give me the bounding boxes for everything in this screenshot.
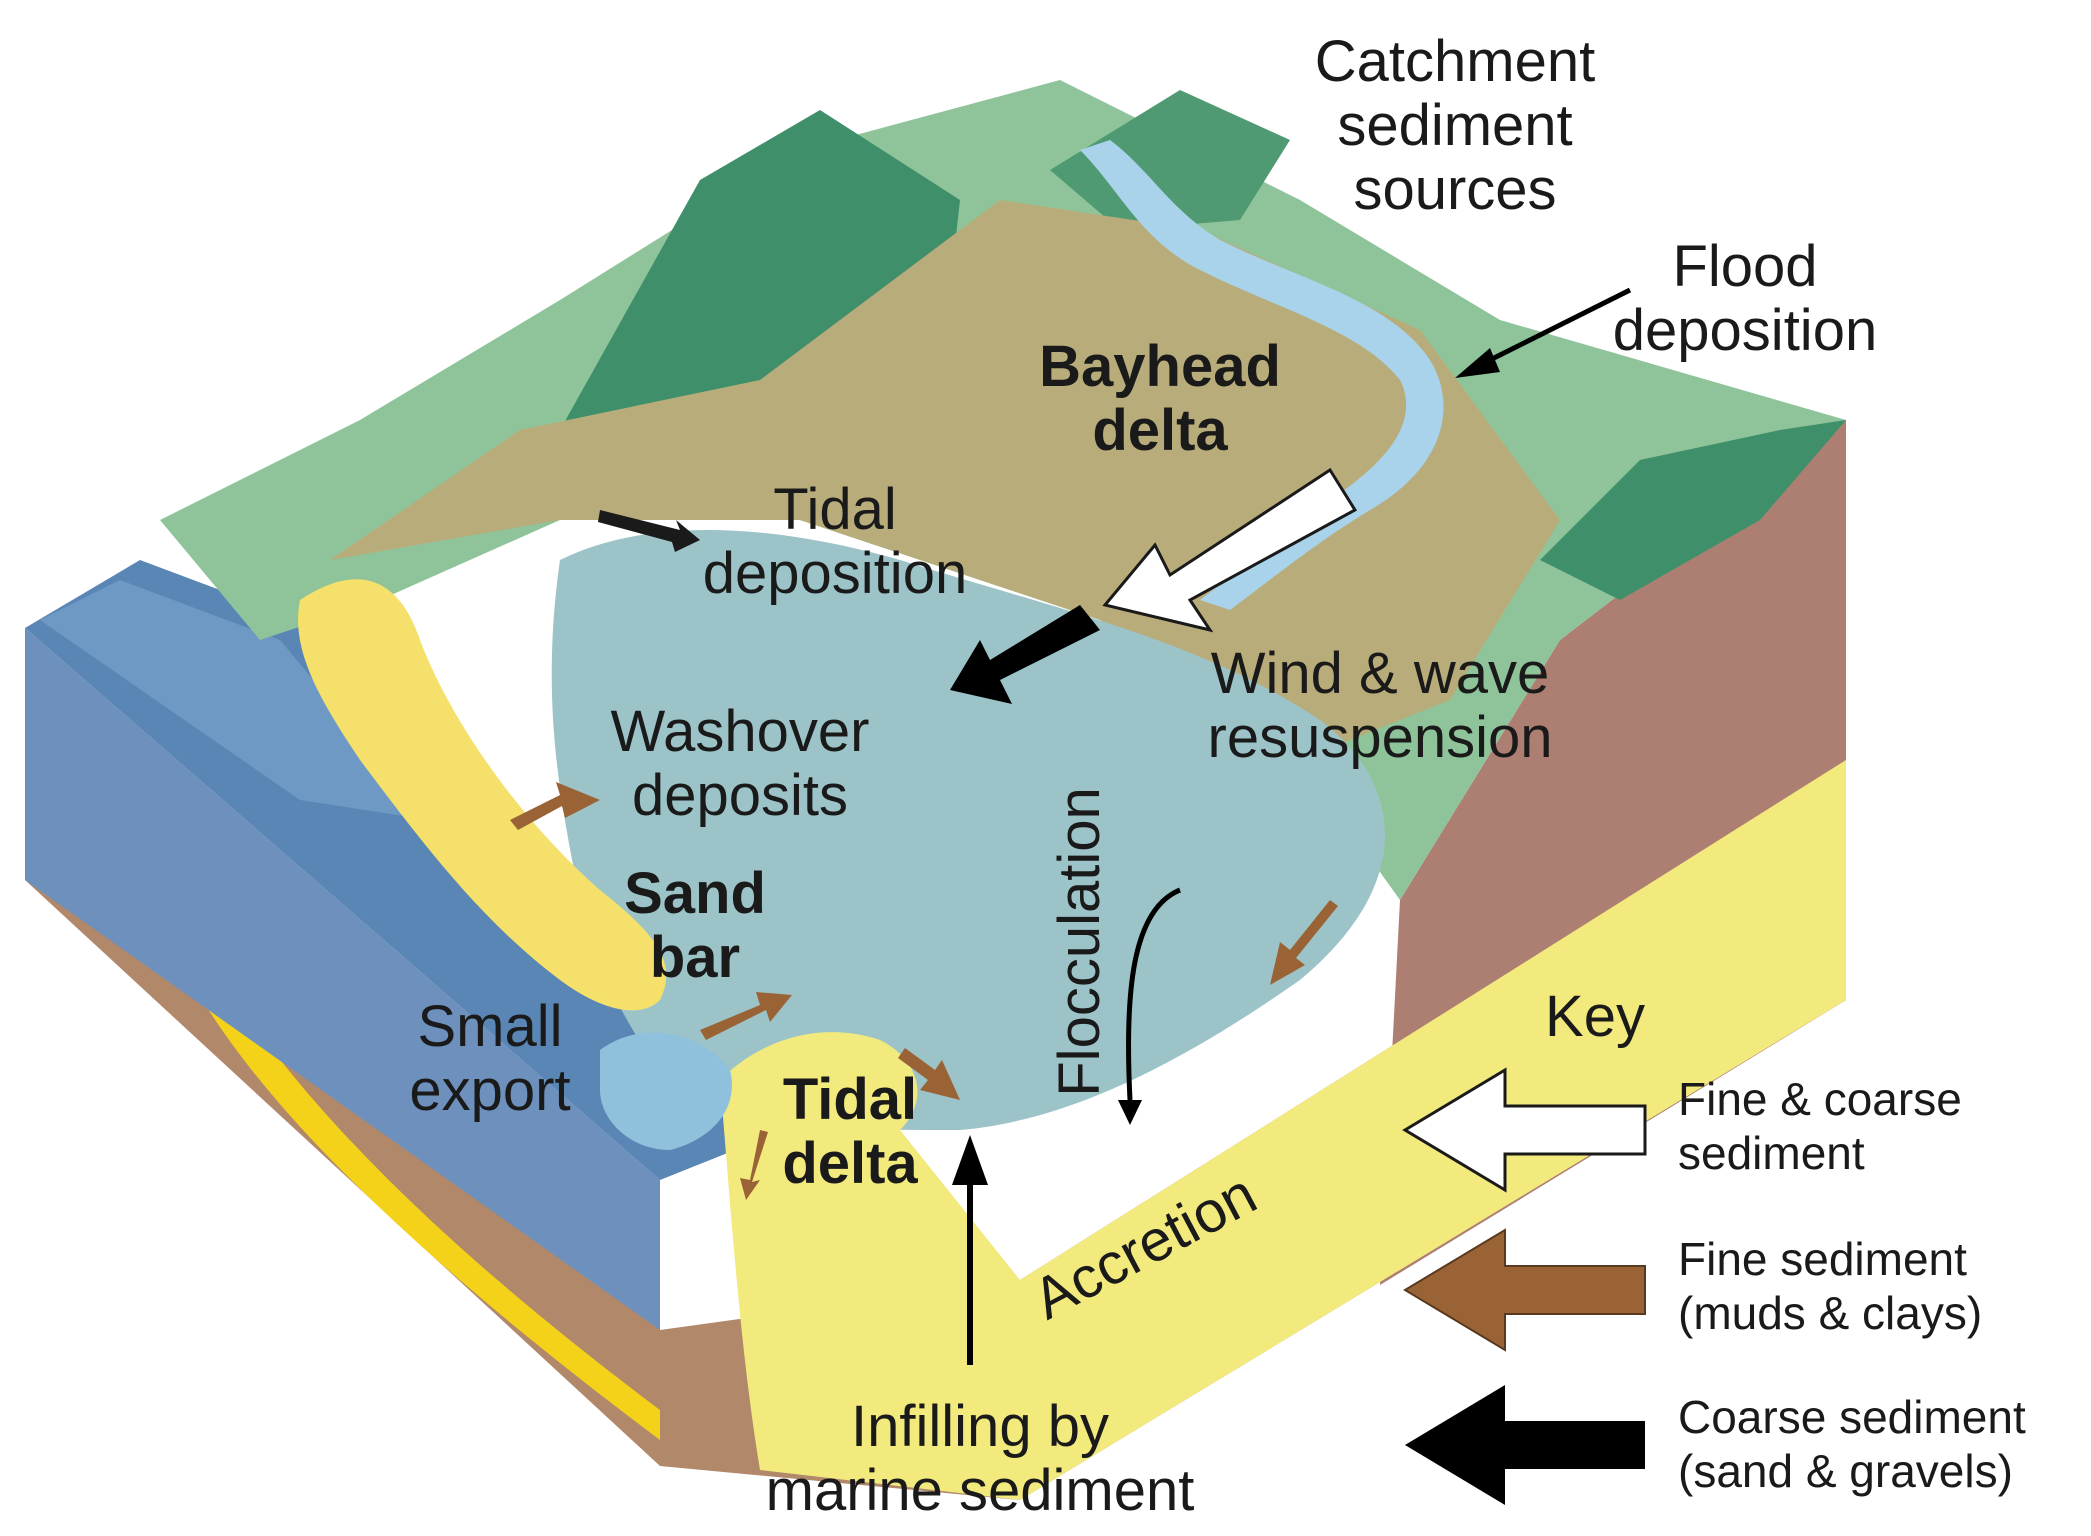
flocculation-arrow-head [1118, 1100, 1142, 1125]
tidal-deposition-arrow [598, 510, 700, 552]
river [1080, 140, 1444, 610]
back-mountain-forest [1050, 90, 1290, 230]
floodplain [330, 200, 1560, 760]
small-export-fine-arrow [740, 1130, 768, 1200]
label-flocculation: Flocculation [1047, 787, 1112, 1097]
sandbar-fine-arrow [700, 992, 792, 1040]
key-brown-arrow [1403, 1228, 1646, 1352]
lagoon [551, 530, 1385, 1130]
flocculation-arrow [1125, 887, 1181, 1101]
ocean-surface-light [40, 580, 430, 820]
key-label-coarse: Coarse sediment(sand & gravels) [1678, 1391, 2026, 1497]
tidal-delta-sand [720, 760, 1846, 1500]
flood-pointer-arrow [1468, 287, 1632, 373]
fine-coarse-sediment-arrow [1102, 467, 1358, 633]
washover-fine-arrow [510, 782, 600, 830]
right-mountain-forest [1540, 420, 1846, 600]
flood-pointer-head [1455, 348, 1500, 378]
infilling-arrow-head [952, 1135, 988, 1185]
tidal-inlet [600, 1032, 732, 1150]
key-black-arrow [1405, 1385, 1645, 1505]
key-title: Key [1545, 984, 1645, 1049]
coarse-sediment-arrow [950, 605, 1100, 704]
tidal-delta-fine-arrow [898, 1048, 960, 1100]
barrier-sand-spit [298, 579, 667, 1011]
ocean-front-face [25, 628, 660, 1330]
key-white-arrow [1402, 1067, 1647, 1193]
key-label-fine: Fine sediment(muds & clays) [1678, 1233, 1983, 1339]
resuspension-fine-arrow [1270, 900, 1338, 985]
